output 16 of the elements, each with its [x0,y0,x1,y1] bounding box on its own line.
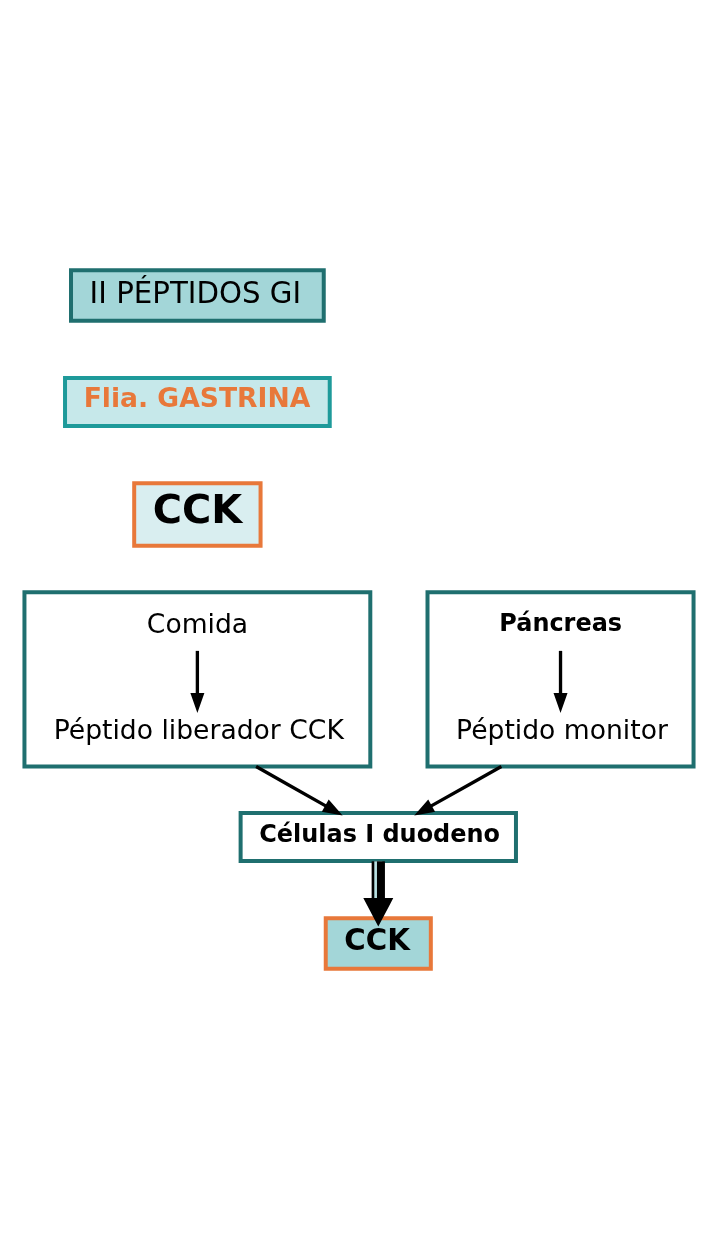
arrow [553,650,568,713]
node-text: Páncreas [499,608,623,637]
arrow [190,650,205,713]
node-text: Péptido liberador CCK [53,713,344,745]
cluster [425,589,696,768]
cluster [22,589,373,768]
node-text: Comida [146,607,249,639]
arrow [255,764,343,815]
node-text: Péptido monitor [456,713,668,745]
node-box: CCK [323,915,433,971]
node-box: Flia. GASTRINA [63,375,332,428]
arrow [363,860,394,927]
arrow [414,764,503,815]
node-box: Células I duodeno [238,810,518,863]
node-box: CCK [132,480,263,548]
node-box: II PÉPTIDOS GI [69,267,326,323]
